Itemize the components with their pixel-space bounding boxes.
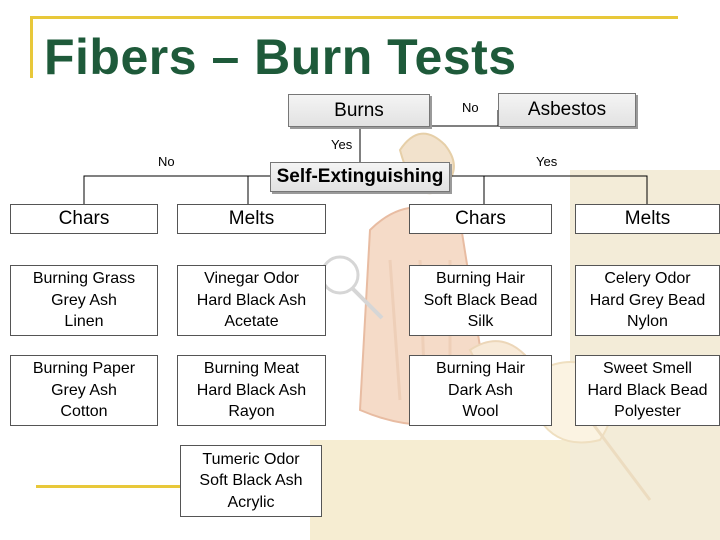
card-residue: Soft Black Bead: [423, 291, 538, 309]
card-residue: Hard Black Ash: [196, 381, 307, 399]
card-residue: Hard Grey Bead: [589, 291, 706, 309]
card-fiber: Silk: [467, 313, 494, 331]
card-odor: Burning Grass: [32, 270, 136, 288]
card-odor: Celery Odor: [604, 270, 691, 288]
fiber-card-nylon: Celery Odor Hard Grey Bead Nylon: [575, 265, 720, 336]
yes-label-right: Yes: [536, 154, 558, 169]
card-odor: Sweet Smell: [603, 360, 692, 378]
card-fiber: Cotton: [60, 403, 108, 421]
card-odor: Tumeric Odor: [202, 450, 300, 468]
self-extinguishing-label: Self-Extinguishing: [276, 166, 444, 188]
column-header-label: Melts: [624, 208, 671, 230]
column-header-label: Melts: [228, 208, 275, 230]
fiber-card-wool: Burning Hair Dark Ash Wool: [409, 355, 552, 426]
fiber-card-silk: Burning Hair Soft Black Bead Silk: [409, 265, 552, 336]
card-fiber: Linen: [64, 313, 104, 331]
burns-label: Burns: [334, 99, 384, 121]
frame-left-line: [30, 16, 33, 78]
card-fiber: Rayon: [228, 403, 275, 421]
card-residue: Soft Black Ash: [199, 472, 303, 490]
column-header-chars: Chars: [10, 204, 158, 234]
card-residue: Grey Ash: [51, 291, 117, 309]
card-residue: Hard Black Ash: [196, 291, 307, 309]
fiber-card-cotton: Burning Paper Grey Ash Cotton: [10, 355, 158, 426]
fiber-card-acetate: Vinegar Odor Hard Black Ash Acetate: [177, 265, 326, 336]
frame-top-line: [30, 16, 678, 19]
fiber-card-acrylic: Tumeric Odor Soft Black Ash Acrylic: [180, 445, 322, 517]
fiber-card-polyester: Sweet Smell Hard Black Bead Polyester: [575, 355, 720, 426]
yes-label-self: Yes: [331, 137, 353, 152]
card-residue: Dark Ash: [448, 381, 513, 399]
card-odor: Vinegar Odor: [204, 270, 299, 288]
card-odor: Burning Hair: [436, 270, 525, 288]
self-extinguishing-node: Self-Extinguishing: [270, 162, 450, 192]
card-residue: Hard Black Bead: [587, 381, 708, 399]
card-odor: Burning Paper: [32, 360, 136, 378]
column-header-label: Chars: [58, 208, 110, 230]
card-fiber: Acrylic: [227, 493, 275, 511]
burns-node: Burns: [288, 94, 430, 127]
card-fiber: Polyester: [614, 403, 681, 421]
fiber-card-rayon: Burning Meat Hard Black Ash Rayon: [177, 355, 326, 426]
card-fiber: Acetate: [224, 313, 279, 331]
card-fiber: Wool: [462, 403, 499, 421]
column-header-melts: Melts: [177, 204, 326, 234]
no-label-asbestos: No: [462, 100, 479, 115]
column-header-chars-2: Chars: [409, 204, 552, 234]
column-header-label: Chars: [455, 208, 506, 230]
page-title: Fibers – Burn Tests: [44, 29, 517, 85]
asbestos-label: Asbestos: [527, 99, 607, 121]
card-fiber: Nylon: [627, 313, 668, 331]
card-odor: Burning Hair: [436, 360, 525, 378]
card-odor: Burning Meat: [203, 360, 300, 378]
column-header-melts-2: Melts: [575, 204, 720, 234]
no-label-left: No: [158, 154, 175, 169]
card-residue: Grey Ash: [51, 381, 117, 399]
fiber-card-linen: Burning Grass Grey Ash Linen: [10, 265, 158, 336]
asbestos-node: Asbestos: [498, 93, 636, 127]
